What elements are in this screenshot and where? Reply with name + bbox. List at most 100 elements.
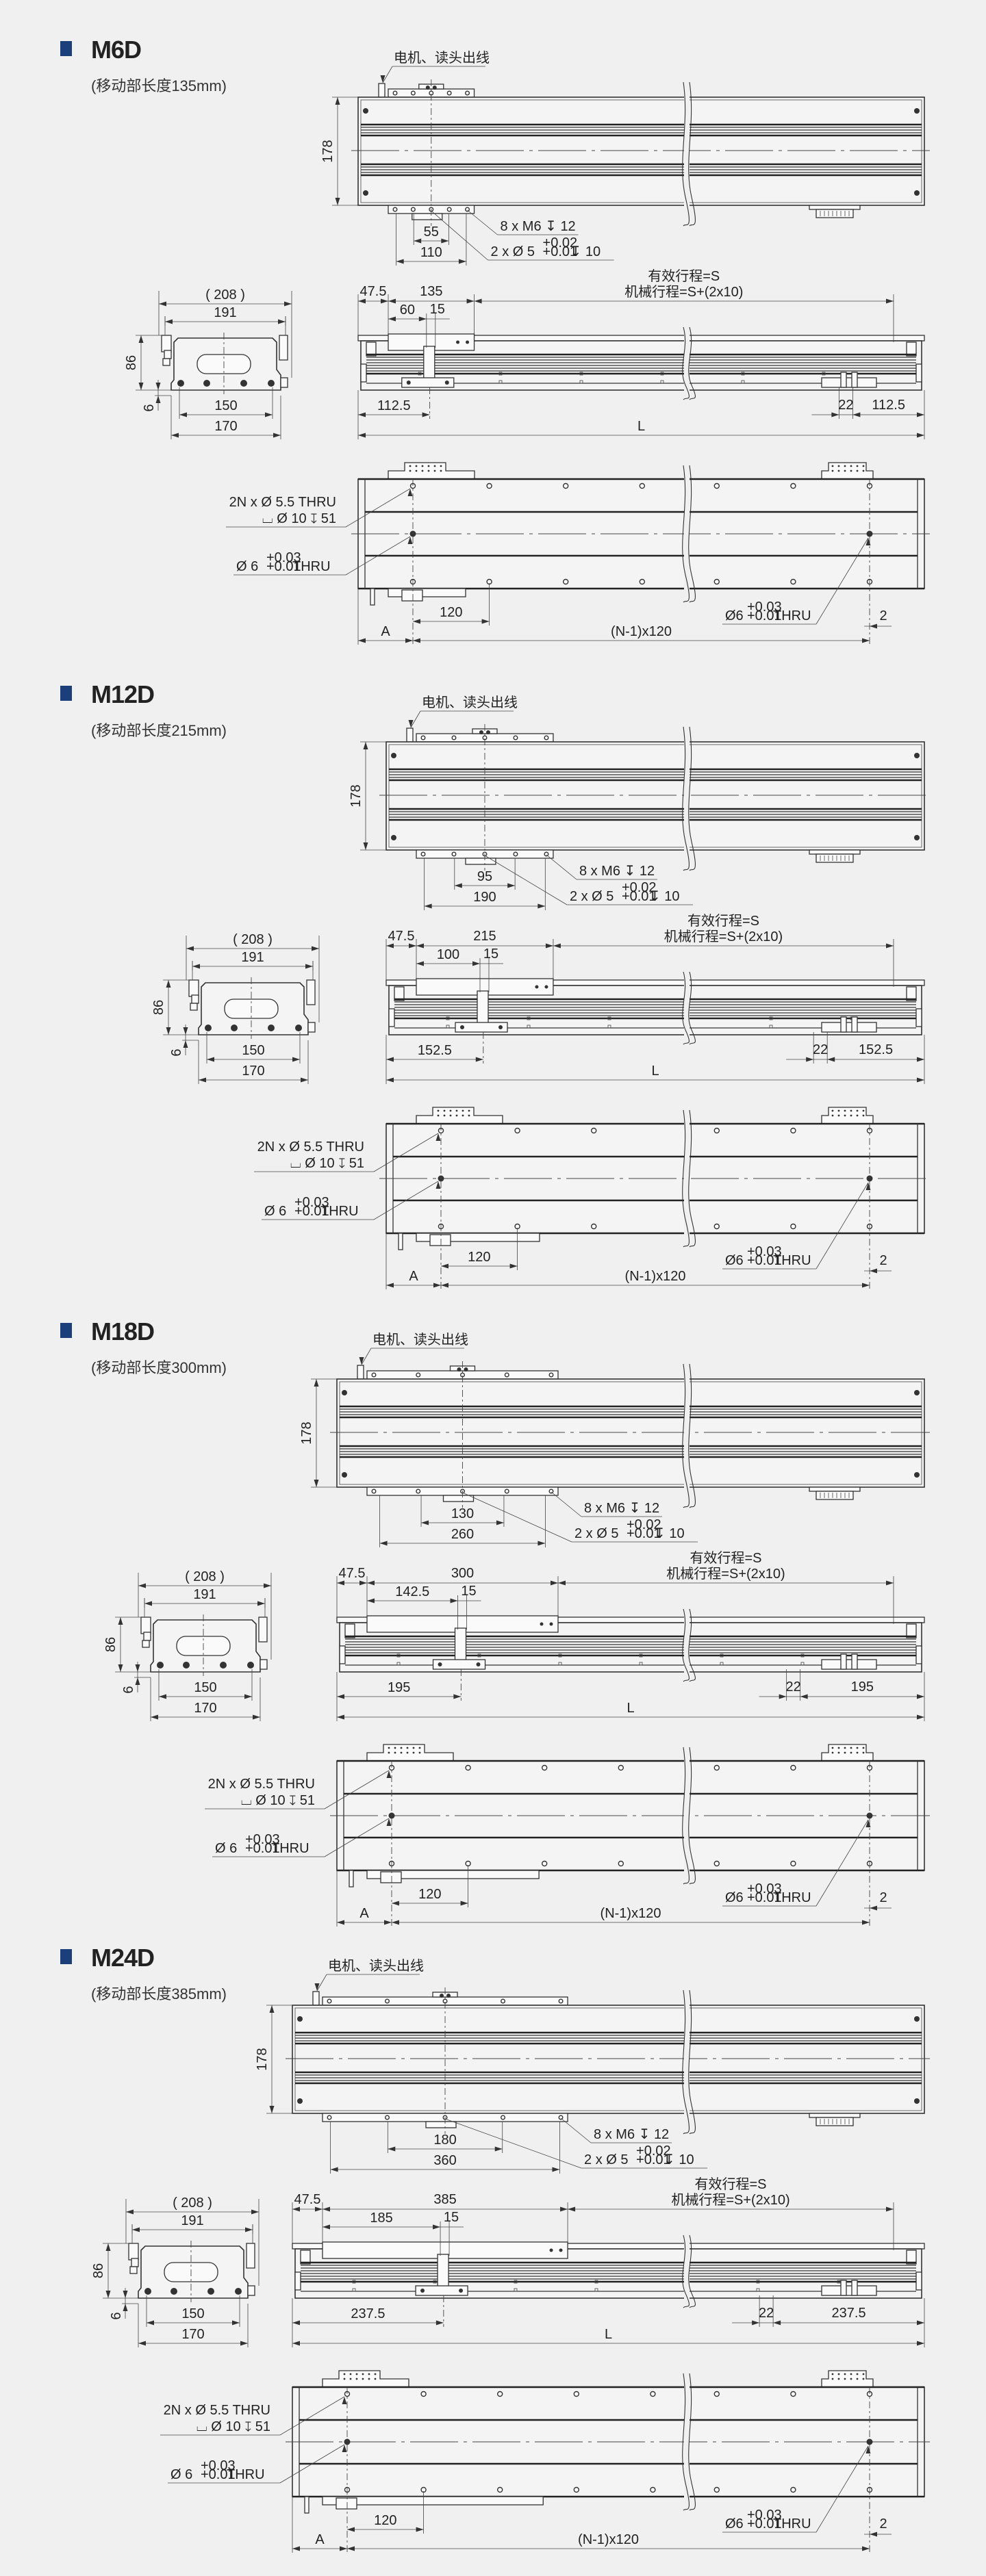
cable-outlet bbox=[312, 1991, 320, 2006]
connector-pin bbox=[406, 1751, 409, 1754]
model-title: M12D bbox=[91, 680, 155, 708]
arrowhead bbox=[323, 2224, 330, 2230]
end-bracket bbox=[188, 979, 199, 997]
end-bracket bbox=[246, 2243, 255, 2269]
mount-hole bbox=[342, 1472, 347, 1478]
mechanical-stroke-label: 机械行程=S+(2x10) bbox=[664, 929, 783, 944]
gap-dimension: 22 bbox=[759, 2306, 774, 2321]
carriage-length-dimension: 385 bbox=[433, 2192, 456, 2207]
reader-bracket bbox=[821, 1022, 877, 1033]
hole-span-dimension: (N-1)x120 bbox=[601, 1906, 661, 1921]
rail-mark bbox=[579, 372, 583, 376]
arrowhead bbox=[358, 638, 366, 643]
tolerance-lower: +0.01 bbox=[747, 608, 782, 623]
gap-dimension: 22 bbox=[838, 398, 853, 413]
connector-pin bbox=[831, 2378, 834, 2380]
arrowhead bbox=[917, 1714, 924, 1720]
arrowhead bbox=[347, 2527, 355, 2532]
arrowhead bbox=[335, 198, 340, 205]
end-bracket bbox=[258, 1617, 268, 1643]
hole-pitch-dimension: 120 bbox=[440, 605, 462, 620]
arrowhead bbox=[105, 2291, 111, 2298]
connector-pin bbox=[437, 1109, 440, 1112]
end-hole bbox=[247, 1662, 254, 1669]
dowel-hole-label: Ø6 bbox=[725, 608, 744, 623]
connector-pin bbox=[831, 469, 834, 472]
break-line bbox=[682, 326, 690, 400]
arrowhead bbox=[392, 1901, 399, 1906]
plate-hole bbox=[513, 851, 518, 857]
model-title: M6D bbox=[91, 36, 142, 64]
tolerance-upper: +0.03 bbox=[294, 1195, 329, 1210]
connector-pin bbox=[462, 1109, 464, 1112]
arrowhead bbox=[827, 1057, 835, 1062]
connector-pin bbox=[856, 2378, 859, 2380]
mount-holes-label: 2N x Ø 5.5 THRU bbox=[229, 495, 336, 510]
hole-pitch-outer: 360 bbox=[433, 2153, 456, 2168]
end-cap bbox=[339, 1645, 346, 1664]
end-hole bbox=[144, 2288, 151, 2295]
reader-post bbox=[840, 1653, 847, 1670]
arrowhead bbox=[481, 619, 490, 624]
arrowhead bbox=[269, 2005, 275, 2013]
arrowhead bbox=[126, 2209, 134, 2215]
connector-pin bbox=[850, 465, 852, 467]
end-cap bbox=[388, 1008, 395, 1027]
end-width: 191 bbox=[214, 305, 236, 320]
break-line bbox=[682, 1109, 690, 1248]
hole bbox=[460, 1025, 464, 1029]
arrowhead bbox=[159, 1694, 166, 1699]
carriage-stub bbox=[322, 2496, 544, 2506]
break-gap bbox=[684, 1747, 690, 1884]
tap-holes-label: 8 x M6 ↧ 12 bbox=[579, 864, 655, 879]
arrowhead bbox=[405, 638, 413, 643]
hole bbox=[459, 2289, 464, 2293]
arrowhead bbox=[886, 298, 894, 304]
rail-mark bbox=[498, 380, 503, 384]
plate-hole bbox=[548, 1489, 554, 1494]
rail-mark bbox=[446, 1025, 450, 1029]
effective-stroke-label: 有效行程=S bbox=[695, 2176, 767, 2192]
end-clearance: 6 bbox=[142, 404, 157, 411]
connector-pin bbox=[374, 2373, 377, 2375]
arrowhead bbox=[458, 259, 466, 264]
tolerance-upper: +0.03 bbox=[747, 1244, 782, 1259]
arrowhead bbox=[407, 537, 413, 544]
edge-gap-dimension: 2 bbox=[879, 1890, 887, 1905]
connector-pin bbox=[415, 465, 418, 467]
reader-bracket bbox=[465, 858, 496, 865]
arrowhead bbox=[135, 1677, 140, 1685]
break-gap bbox=[684, 2373, 690, 2510]
connector-block bbox=[388, 462, 475, 479]
arrowhead bbox=[831, 412, 839, 417]
connector-pin bbox=[355, 2373, 358, 2375]
arrowhead bbox=[752, 2320, 760, 2326]
arrowhead bbox=[165, 319, 173, 324]
arm-bracket bbox=[415, 2285, 468, 2296]
connector-pin bbox=[409, 469, 412, 472]
pin-hole-label: 2 x Ø 5 bbox=[570, 889, 614, 904]
plate-hole bbox=[544, 851, 549, 857]
end-cap bbox=[294, 2271, 301, 2291]
arrowhead bbox=[199, 1077, 206, 1083]
pin-depth-label: ↧ 10 bbox=[663, 2152, 694, 2167]
plate-hole bbox=[544, 735, 549, 740]
connector-pin bbox=[412, 1751, 415, 1754]
arrowhead bbox=[422, 412, 430, 417]
reader-bracket bbox=[412, 213, 443, 220]
hole bbox=[457, 1367, 462, 1371]
mount-hole bbox=[363, 108, 368, 114]
break-line bbox=[688, 971, 696, 1045]
leader-line bbox=[345, 488, 411, 528]
dowel-hole-label: Ø 6 bbox=[264, 1204, 286, 1219]
break-gap bbox=[684, 1364, 690, 1508]
connector-pin bbox=[850, 1751, 852, 1754]
end-clearance: 6 bbox=[121, 1686, 136, 1693]
mount-hole bbox=[486, 482, 492, 489]
model-title: M24D bbox=[91, 1944, 155, 1972]
arrowhead bbox=[292, 2320, 300, 2326]
